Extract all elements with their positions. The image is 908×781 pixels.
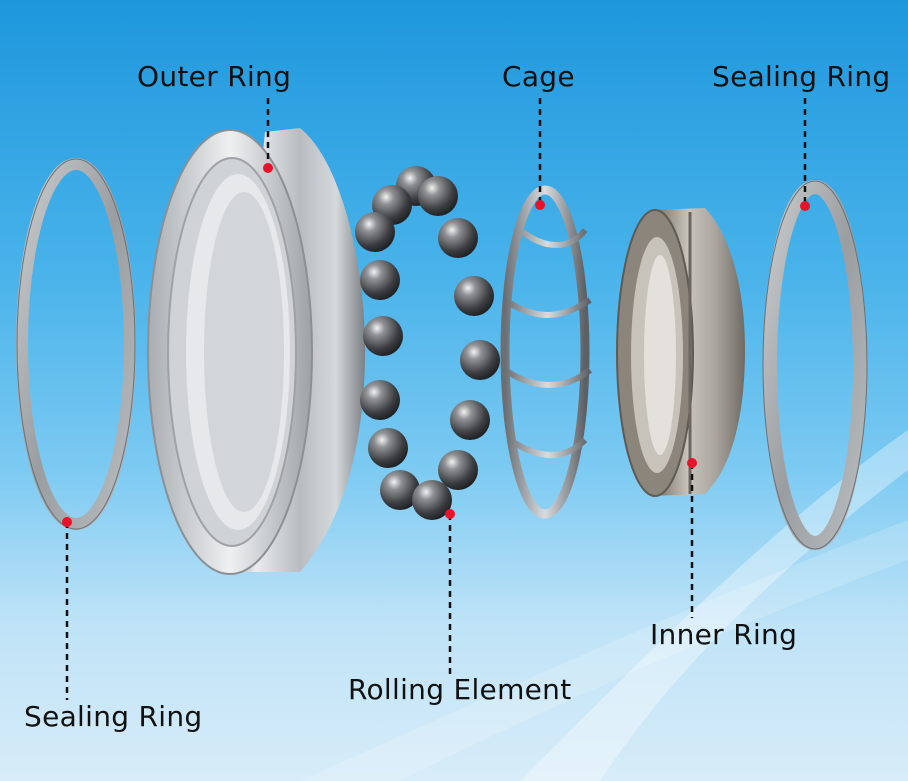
cage-label: Cage — [502, 60, 575, 93]
sealing-ring-left-part — [17, 159, 135, 529]
sealing-ring-right-label: Sealing Ring — [712, 60, 891, 93]
marker-inner-ring — [687, 458, 697, 468]
sealing-ring-right-part — [763, 181, 867, 549]
outer-ring-label: Outer Ring — [137, 60, 291, 93]
marker-cage — [535, 200, 545, 210]
sealing-ring-left-label: Sealing Ring — [24, 700, 203, 733]
marker-sealing-ring-right — [800, 201, 810, 211]
rolling-elements-part — [355, 166, 500, 520]
inner-ring-part — [617, 208, 745, 496]
marker-outer-ring — [263, 163, 273, 173]
rolling-element-label: Rolling Element — [348, 673, 572, 706]
marker-rolling-element — [445, 509, 455, 519]
cage-part — [505, 190, 590, 514]
marker-sealing-ring-left — [62, 517, 72, 527]
outer-ring-part — [148, 128, 365, 574]
inner-ring-label: Inner Ring — [650, 618, 797, 651]
